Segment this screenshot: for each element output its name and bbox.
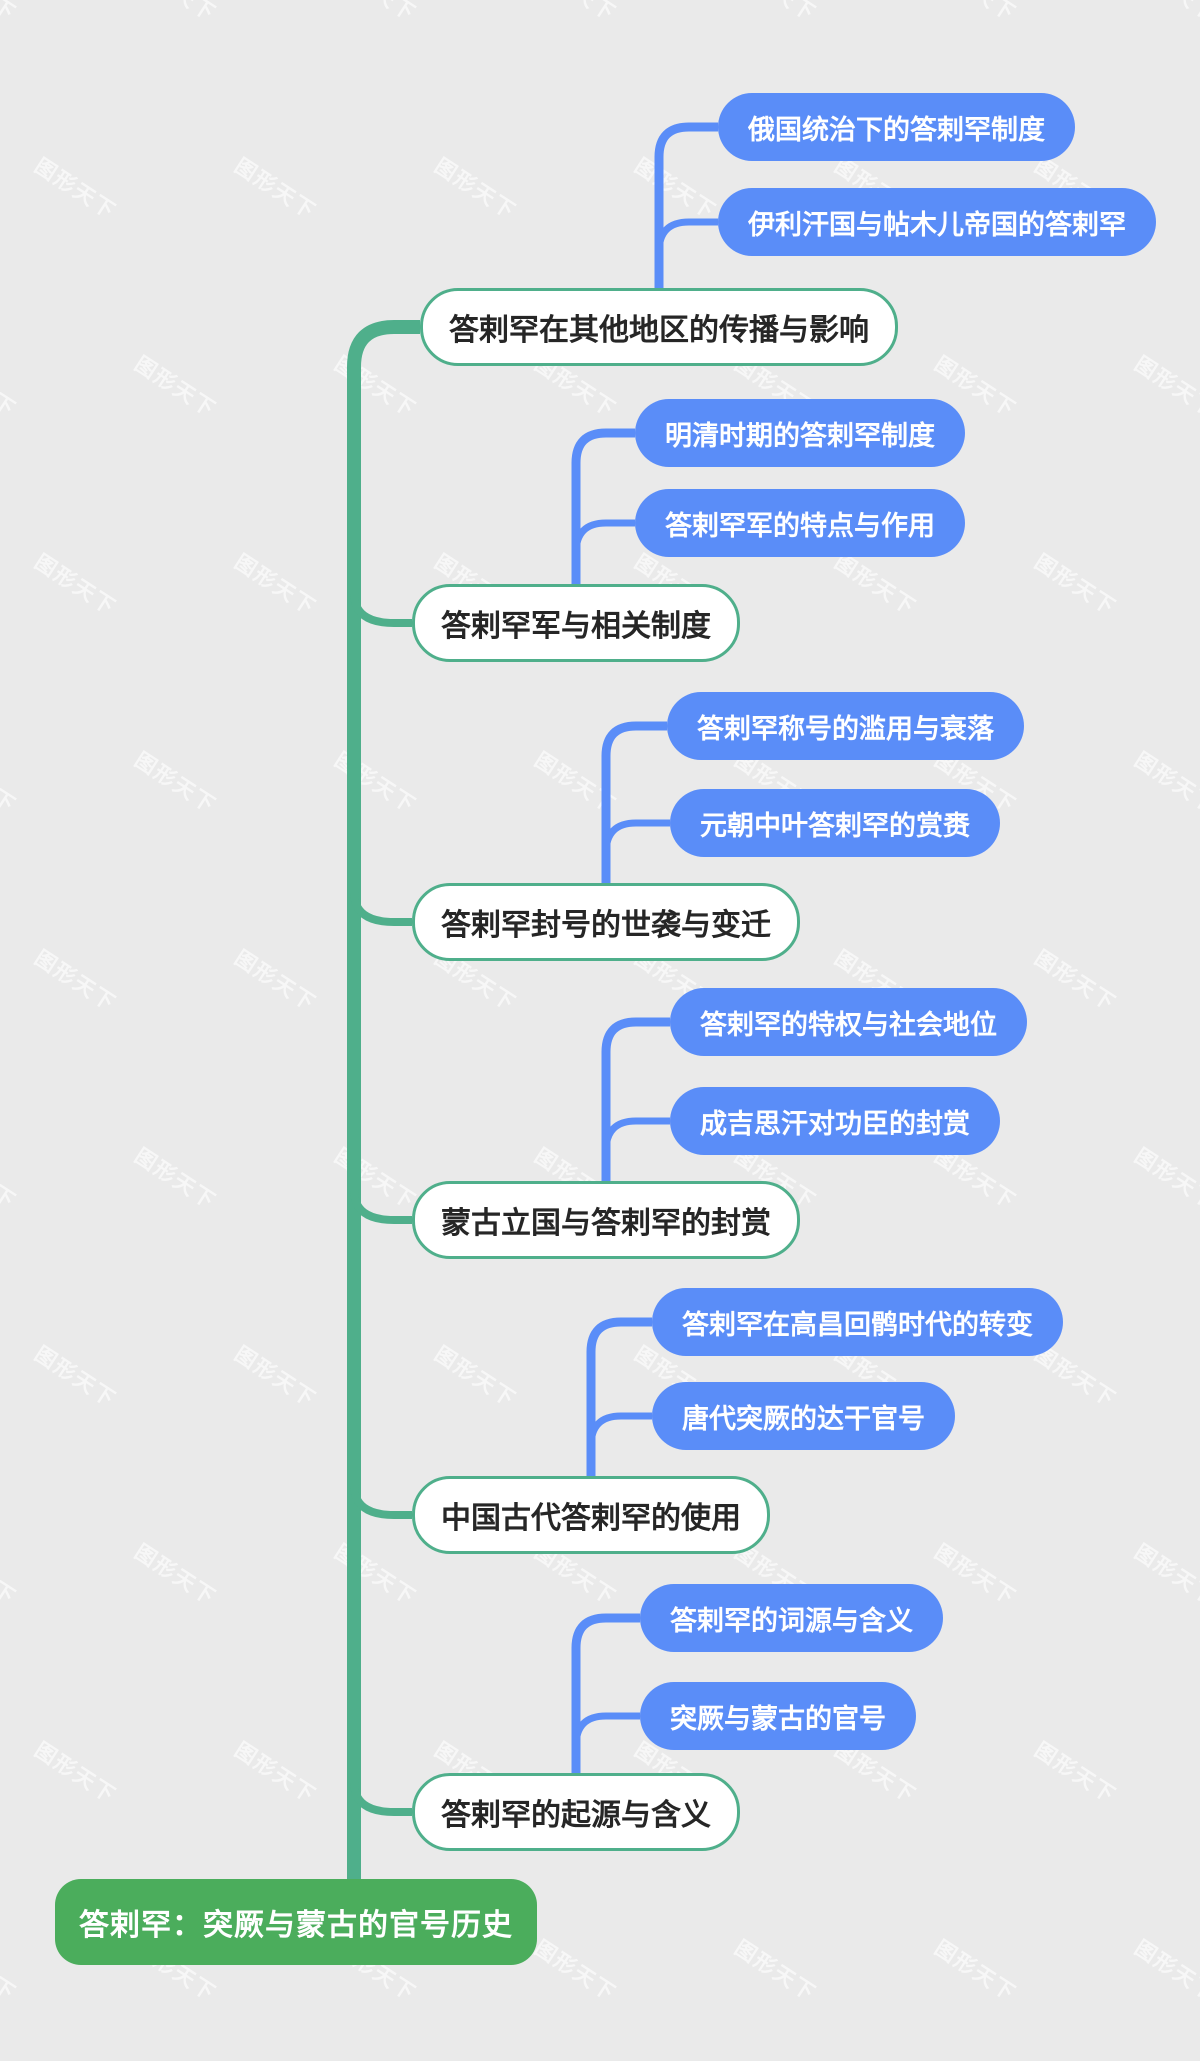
- subtopic-node[interactable]: 答剌罕军的特点与作用: [635, 489, 965, 557]
- subtopic-branch-connector: [602, 1117, 670, 1152]
- branch-connector: [350, 891, 412, 926]
- branch-connector: [350, 592, 412, 627]
- subtopic-node[interactable]: 唐代突厥的达干官号: [652, 1382, 955, 1450]
- subtopic-node[interactable]: 俄国统治下的答剌罕制度: [718, 93, 1075, 161]
- subtopic-trunk-connector: [601, 1017, 670, 1181]
- main-topic-node[interactable]: 蒙古立国与答剌罕的封赏: [412, 1181, 800, 1259]
- subtopic-node[interactable]: 突厥与蒙古的官号: [640, 1682, 916, 1750]
- main-topic-node[interactable]: 答剌罕在其他地区的传播与影响: [420, 288, 898, 366]
- subtopic-branch-connector: [572, 1712, 640, 1747]
- subtopic-branch-connector: [602, 819, 670, 854]
- subtopic-branch-connector: [587, 1412, 652, 1447]
- branch-connector: [350, 1189, 412, 1224]
- subtopic-trunk-connector: [571, 1613, 640, 1773]
- subtopic-node[interactable]: 明清时期的答剌罕制度: [635, 399, 965, 467]
- main-topic-node[interactable]: 答剌罕军与相关制度: [412, 584, 740, 662]
- root-topic-node[interactable]: 答剌罕：突厥与蒙古的官号历史: [55, 1879, 537, 1965]
- main-topic-node[interactable]: 答剌罕封号的世袭与变迁: [412, 883, 800, 961]
- subtopic-node[interactable]: 答剌罕称号的滥用与衰落: [667, 692, 1024, 760]
- subtopic-trunk-connector: [571, 428, 635, 584]
- subtopic-node[interactable]: 成吉思汗对功臣的封赏: [670, 1087, 1000, 1155]
- subtopic-branch-connector: [572, 519, 635, 554]
- branch-connector: [350, 1781, 412, 1816]
- subtopic-trunk-connector: [654, 122, 718, 288]
- main-topic-node[interactable]: 中国古代答剌罕的使用: [412, 1476, 770, 1554]
- trunk-connector: [347, 320, 420, 1887]
- subtopic-trunk-connector: [601, 721, 667, 883]
- subtopic-trunk-connector: [586, 1317, 652, 1476]
- subtopic-node[interactable]: 伊利汗国与帖木儿帝国的答剌罕: [718, 188, 1156, 256]
- subtopic-node[interactable]: 答剌罕在高昌回鹘时代的转变: [652, 1288, 1063, 1356]
- subtopic-node[interactable]: 答剌罕的特权与社会地位: [670, 988, 1027, 1056]
- subtopic-node[interactable]: 元朝中叶答剌罕的赏赉: [670, 789, 1000, 857]
- subtopic-node[interactable]: 答剌罕的词源与含义: [640, 1584, 943, 1652]
- subtopic-branch-connector: [655, 218, 718, 253]
- branch-connector: [350, 1484, 412, 1519]
- main-topic-node[interactable]: 答剌罕的起源与含义: [412, 1773, 740, 1851]
